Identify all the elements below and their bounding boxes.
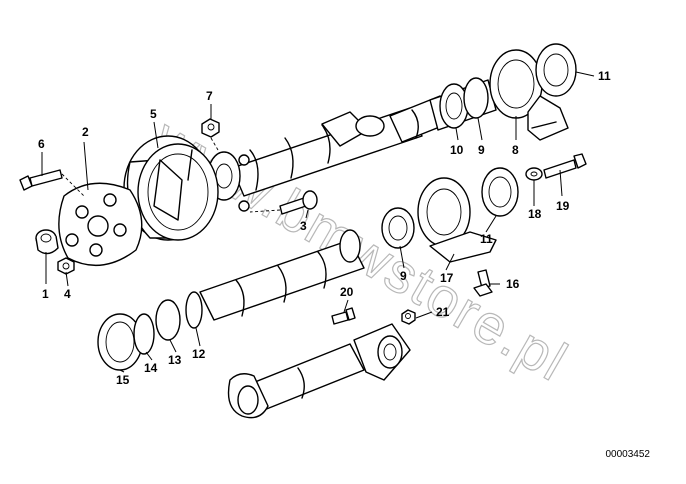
callout-9-lower: 9: [400, 269, 407, 283]
diagram-id: 00003452: [605, 449, 651, 460]
callout-13: 13: [168, 353, 182, 367]
callout-20: 20: [340, 285, 354, 299]
callout-19: 19: [556, 199, 570, 213]
bolt-3: [249, 190, 318, 215]
sleeve-1: [35, 229, 59, 255]
bolt-6: [19, 169, 85, 197]
lower-drive-shaft: [199, 229, 365, 321]
lower-center-bearing: [381, 167, 519, 263]
flexible-disc: [58, 182, 143, 267]
callout-18: 18: [528, 207, 542, 221]
callout-12: 12: [192, 347, 206, 361]
callout-6: 6: [38, 137, 45, 151]
callout-14: 14: [144, 361, 158, 375]
front-propeller-shaft: [227, 323, 411, 419]
callout-4: 4: [64, 287, 71, 301]
bolt-16: [473, 269, 493, 297]
callout-10: 10: [450, 143, 464, 157]
callout-9-upper: 9: [478, 143, 485, 157]
callout-labels: 1 2 3 4 5 6 7 8 9 9 10 11 11 12 13 14 15…: [38, 69, 611, 387]
leader-lines: [41, 71, 595, 373]
callout-17: 17: [440, 271, 454, 285]
callout-2: 2: [82, 125, 89, 139]
callout-5: 5: [150, 107, 157, 121]
nut-4: [57, 257, 75, 275]
callout-11-lower: 11: [480, 232, 493, 246]
callout-1: 1: [42, 287, 49, 301]
seal-kit: [97, 291, 203, 371]
nut-21: [401, 309, 416, 325]
callout-7: 7: [206, 89, 213, 103]
washer-18: [525, 167, 543, 181]
bolt-19: [543, 153, 587, 179]
upper-center-bearing: [429, 43, 577, 141]
nut-7: [201, 118, 220, 151]
callout-8: 8: [512, 143, 519, 157]
callout-15: 15: [116, 373, 130, 387]
callout-3: 3: [300, 219, 307, 233]
callout-16: 16: [506, 277, 520, 291]
bolt-20: [331, 307, 356, 325]
callout-21: 21: [436, 305, 450, 319]
callout-11-upper: 11: [598, 69, 611, 83]
